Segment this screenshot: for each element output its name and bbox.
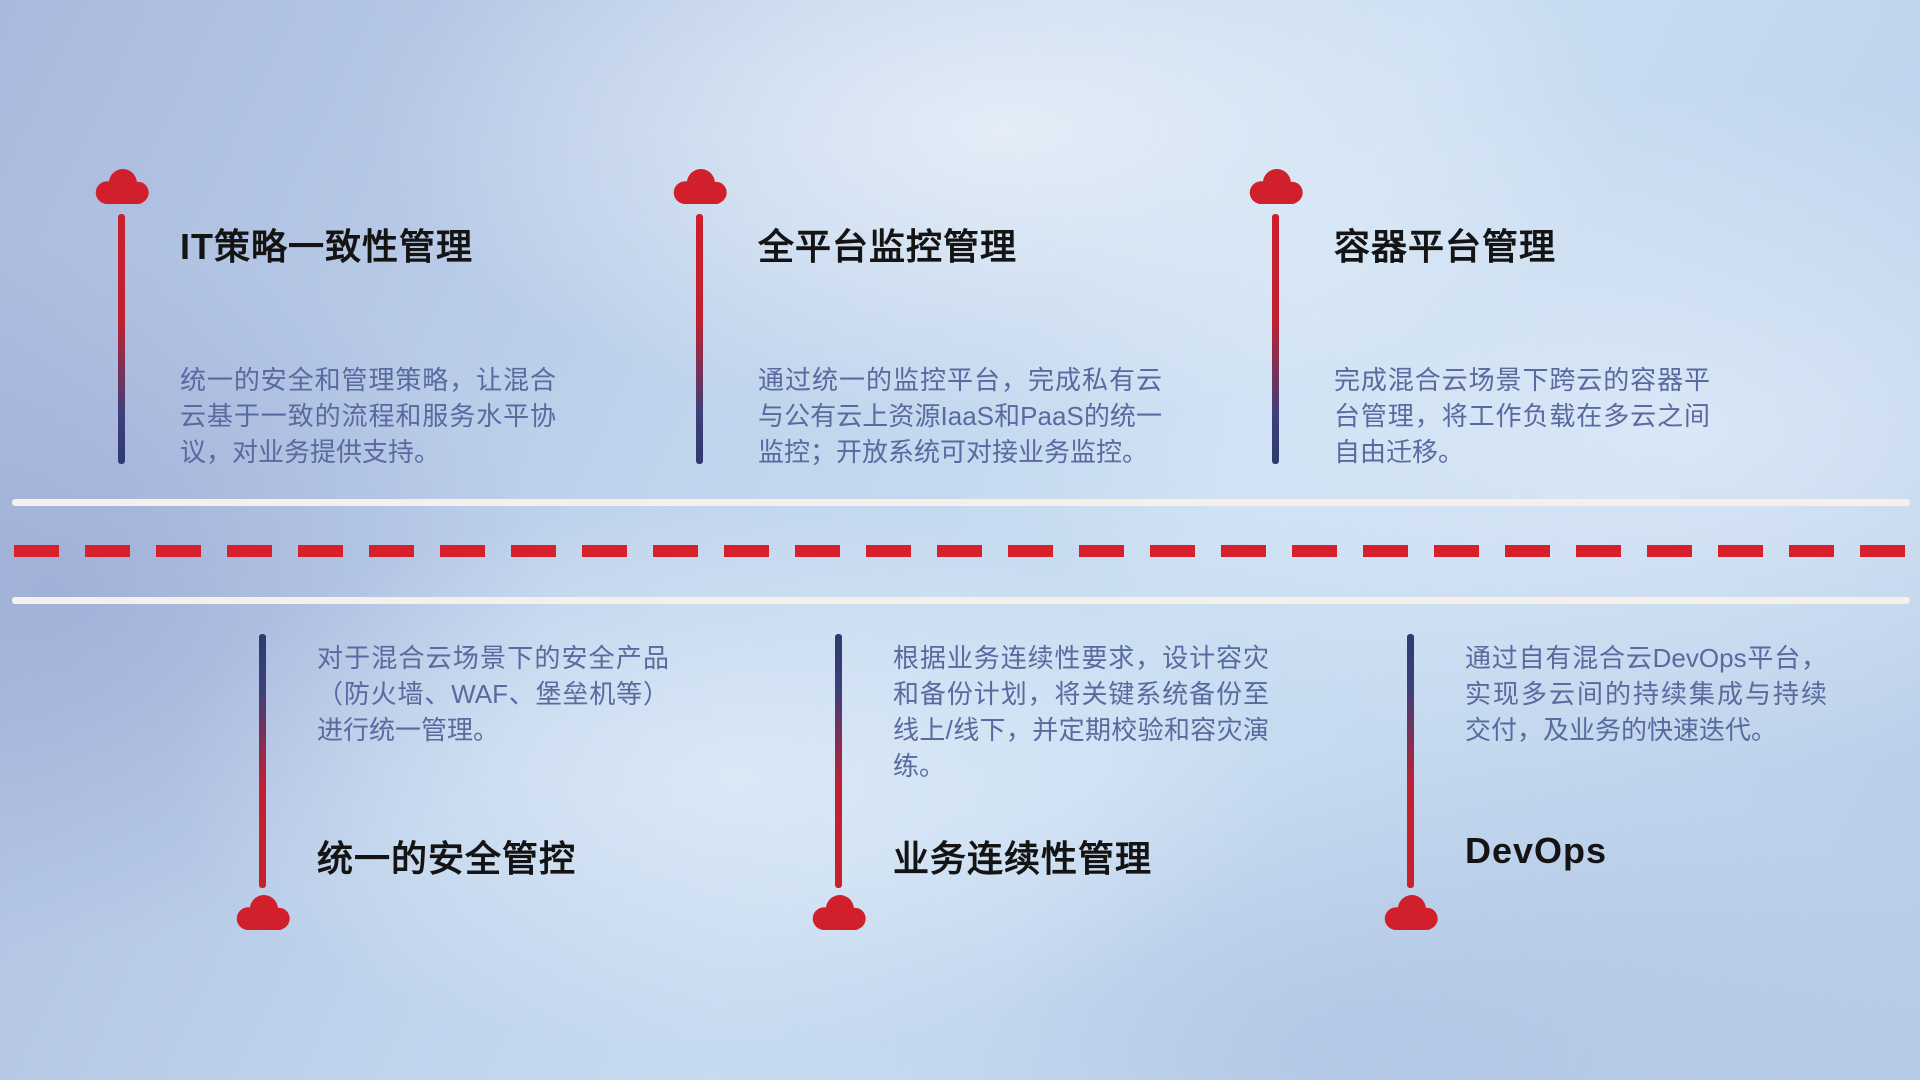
connector-line <box>1407 634 1414 888</box>
cloud-icon <box>672 168 728 205</box>
item-title: 统一的安全管控 <box>317 838 577 879</box>
connector-line <box>835 634 842 888</box>
item-title: 容器平台管理 <box>1334 226 1557 267</box>
road-line-top <box>12 499 1910 506</box>
road-dashed-line <box>14 545 1910 557</box>
cloud-icon <box>1383 894 1439 931</box>
feature-item-business-continuity: 根据业务连续性要求，设计容灾和备份计划，将关键系统备份至线上/线下，并定期校验和… <box>811 630 1341 970</box>
connector-line <box>696 214 703 464</box>
item-description: 对于混合云场景下的安全产品（防火墙、WAF、堡垒机等）进行统一管理。 <box>317 643 669 745</box>
connector-line <box>259 634 266 888</box>
item-description: 统一的安全和管理策略，让混合云基于一致的流程和服务水平协议，对业务提供支持。 <box>180 365 556 467</box>
feature-item-security-control: 对于混合云场景下的安全产品（防火墙、WAF、堡垒机等）进行统一管理。 统一的安全… <box>235 630 765 970</box>
feature-item-container-platform: 容器平台管理 完成混合云场景下跨云的容器平台管理，将工作负载在多云之间自由迁移。 <box>1248 168 1778 508</box>
cloud-icon <box>1248 168 1304 205</box>
item-title: 全平台监控管理 <box>758 226 1018 267</box>
item-description: 根据业务连续性要求，设计容灾和备份计划，将关键系统备份至线上/线下，并定期校验和… <box>893 643 1269 781</box>
road-line-bottom <box>12 597 1910 604</box>
item-title: IT策略一致性管理 <box>180 226 473 267</box>
item-description: 完成混合云场景下跨云的容器平台管理，将工作负载在多云之间自由迁移。 <box>1334 365 1710 467</box>
feature-item-devops: 通过自有混合云DevOps平台，实现多云间的持续集成与持续交付，及业务的快速迭代… <box>1383 630 1913 970</box>
cloud-icon <box>811 894 867 931</box>
cloud-icon <box>94 168 150 205</box>
connector-line <box>1272 214 1279 464</box>
item-title: DevOps <box>1465 830 1608 871</box>
item-description: 通过统一的监控平台，完成私有云与公有云上资源IaaS和PaaS的统一监控；开放系… <box>758 365 1162 467</box>
item-title: 业务连续性管理 <box>893 838 1153 879</box>
cloud-icon <box>235 894 291 931</box>
feature-item-it-policy: IT策略一致性管理 统一的安全和管理策略，让混合云基于一致的流程和服务水平协议，… <box>94 168 624 508</box>
item-description: 通过自有混合云DevOps平台，实现多云间的持续集成与持续交付，及业务的快速迭代… <box>1465 643 1827 745</box>
feature-item-monitoring: 全平台监控管理 通过统一的监控平台，完成私有云与公有云上资源IaaS和PaaS的… <box>672 168 1202 508</box>
connector-line <box>118 214 125 464</box>
